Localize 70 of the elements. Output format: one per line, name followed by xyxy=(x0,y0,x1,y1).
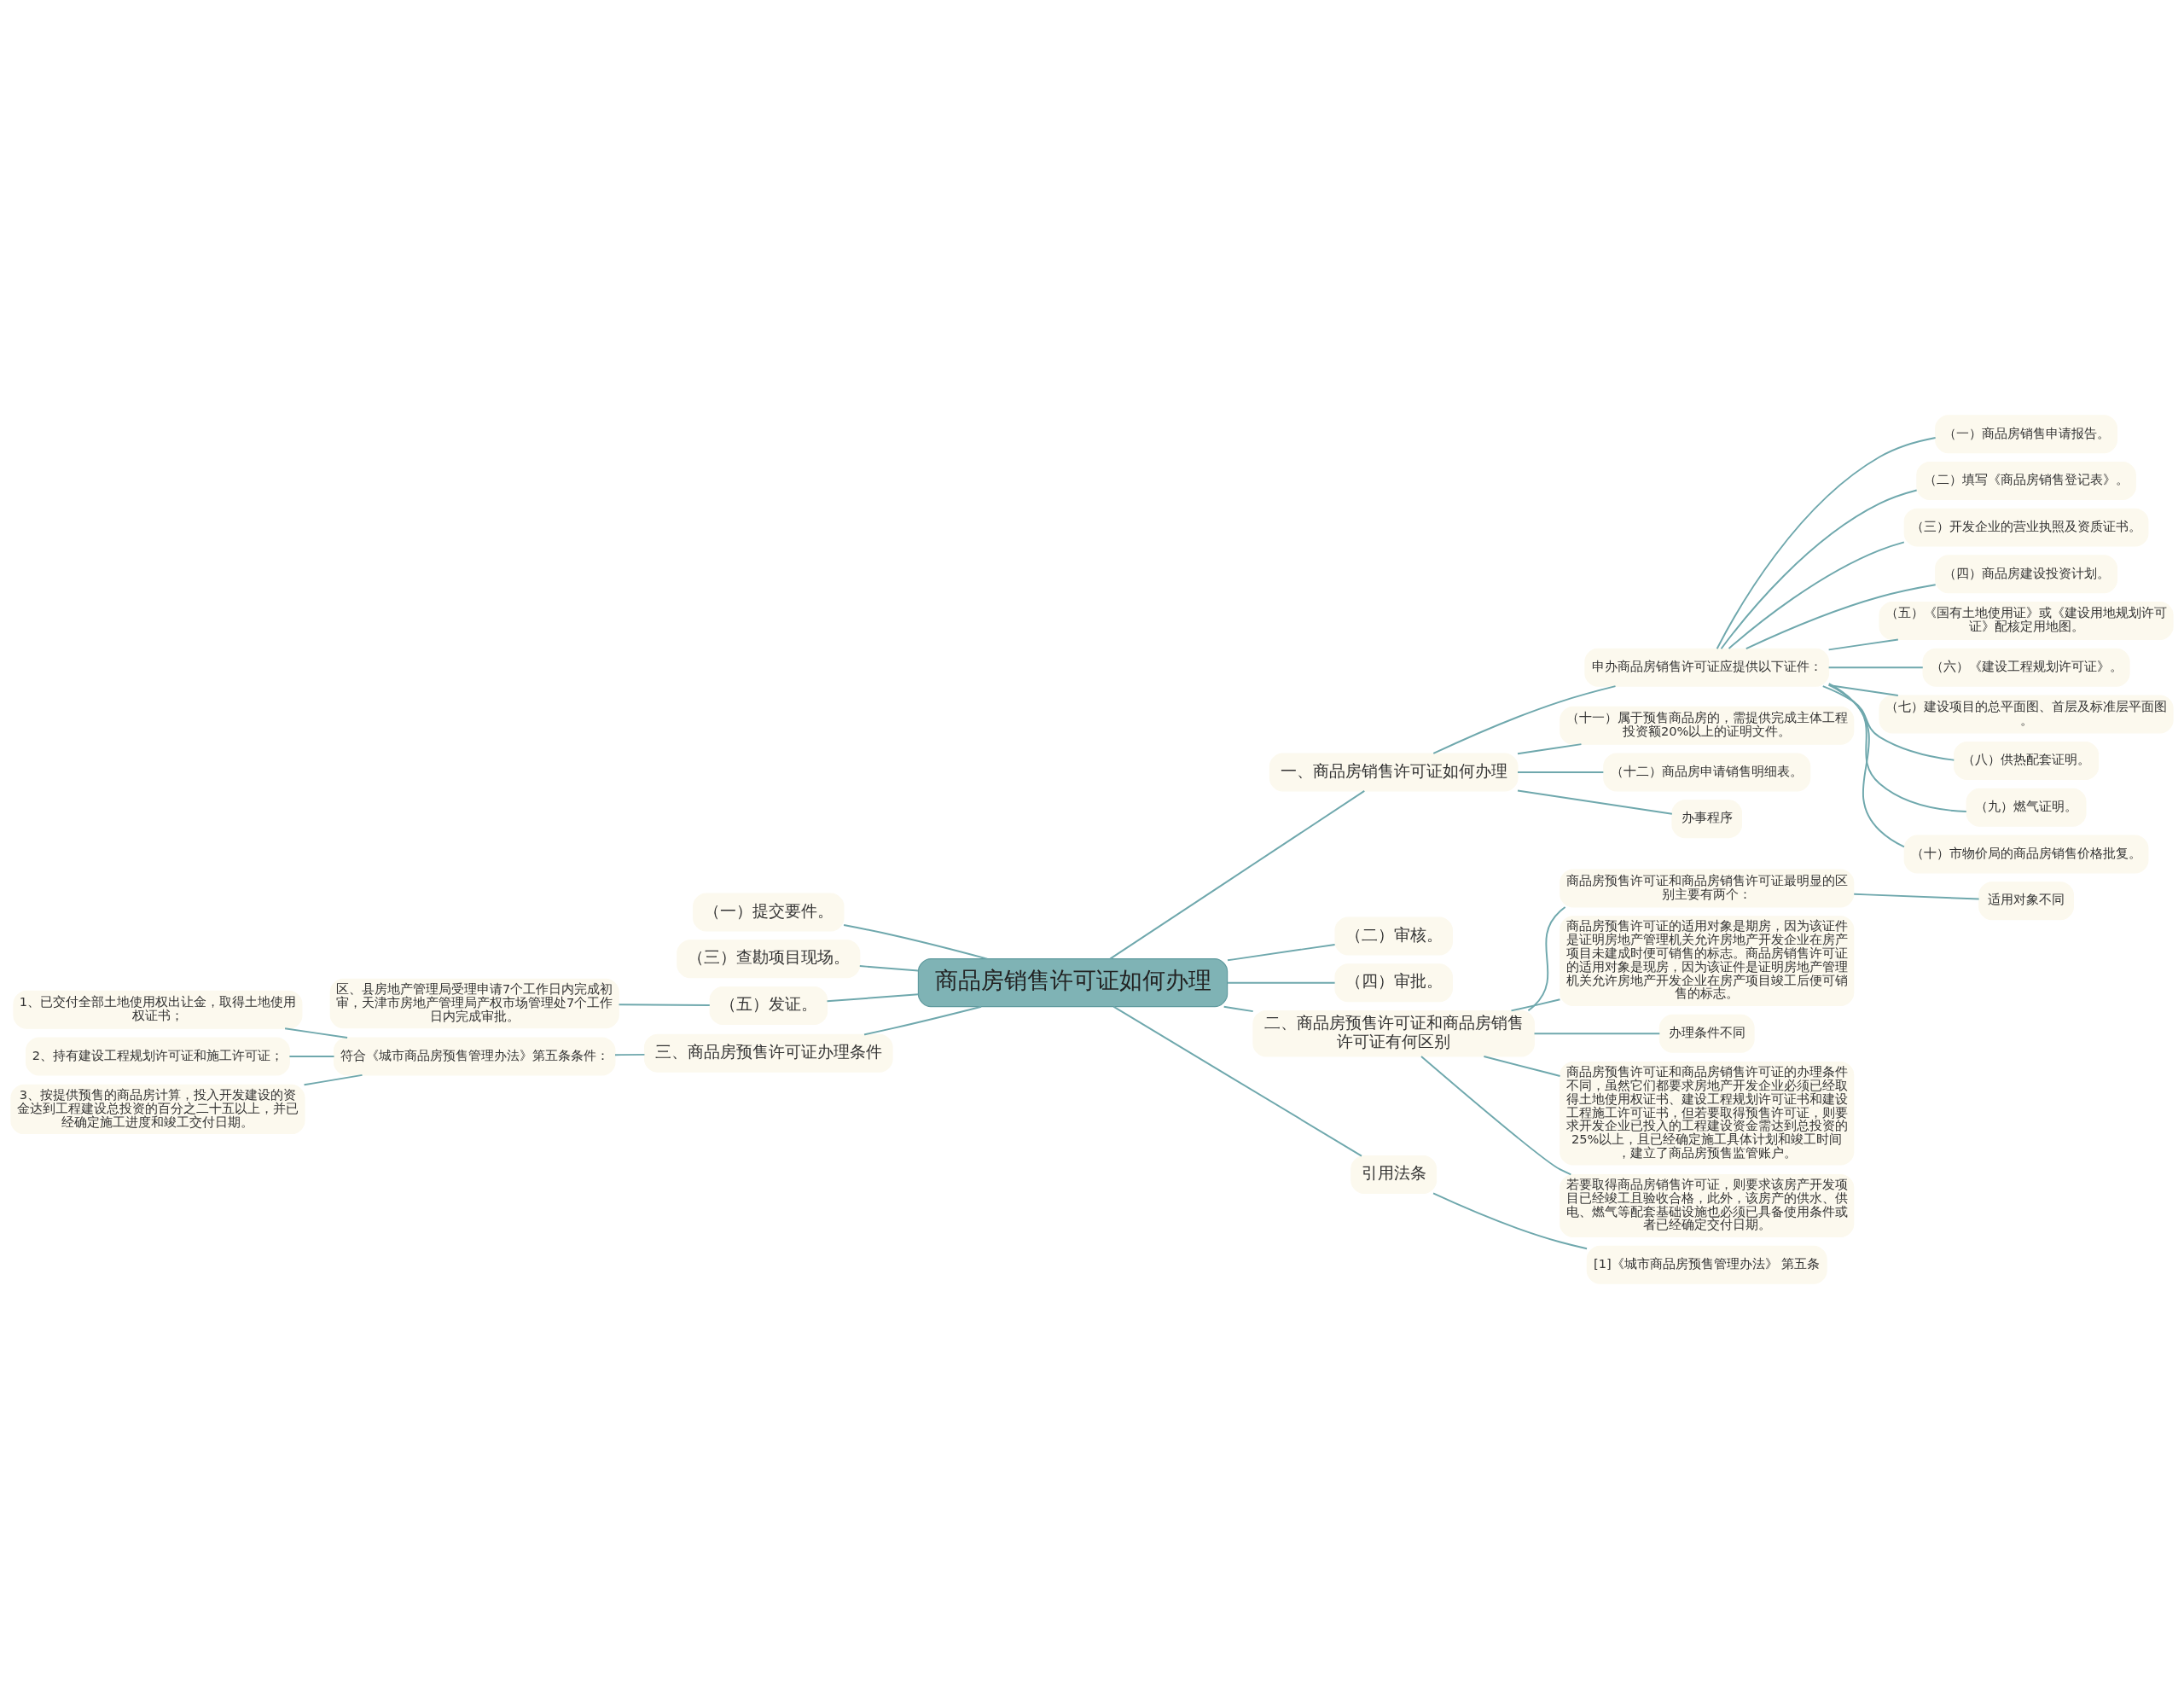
connector xyxy=(1483,1056,1561,1077)
connector xyxy=(1517,789,1673,815)
connector xyxy=(858,965,920,972)
node-box: 一、商品房销售许可证如何办理 xyxy=(1269,753,1519,792)
node-box: （三）查勘项目现场。 xyxy=(677,940,861,979)
node-box: （六）《建设工程规划许可证》。 xyxy=(1922,648,2130,687)
connector xyxy=(1821,685,1955,761)
node-box: （三）开发企业的营业执照及资质证书。 xyxy=(1903,508,2149,547)
node-box: 若要取得商品房销售许可证，则要求该房产开发项目已经竣工且验收合格，此外，该房产的供水、供电、燃气等配套基础设施也必须已具备使用条件或者已经确定交付日期。 xyxy=(1560,1173,1855,1238)
connector xyxy=(614,1053,646,1056)
connector xyxy=(1827,638,1899,651)
node-box: 2、持有建设工程规划许可证和施工许可证； xyxy=(25,1037,290,1076)
connector xyxy=(1109,789,1366,960)
node-box: （四）商品房建设投资计划。 xyxy=(1935,555,2117,594)
node-box: 1、已交付全部土地使用权出让金，取得土地使用权证书； xyxy=(13,990,303,1029)
node-box: 二、商品房预售许可证和商品房销售许可证有何区别 xyxy=(1252,1010,1535,1057)
connector xyxy=(1745,584,1937,650)
connector xyxy=(1728,541,1905,649)
connector xyxy=(1432,1192,1589,1250)
node-box: 商品房预售许可证的适用对象是期房，因为该证件是证明房地产管理机关允许房地产开发企业在房产项目未建成时便可销售的标志。商品房销售许可证的适用对象是现房，因为该证件是证明房地产管理机关允许房地产开发企业在房产项目竣工后便可销售的标志。 xyxy=(1560,916,1855,1007)
node-box: （七）建设项目的总平面图、首层及标准层平面图。 xyxy=(1879,695,2174,734)
connector xyxy=(1527,906,1566,1012)
connector xyxy=(843,924,989,960)
connector xyxy=(1720,489,1918,650)
connector xyxy=(1853,893,1980,900)
node-box: （十二）商品房申请销售明细表。 xyxy=(1603,753,1811,792)
connector xyxy=(1827,684,1967,812)
connector xyxy=(826,993,920,1003)
connector xyxy=(1432,685,1617,754)
node-box: （八）供热配套证明。 xyxy=(1954,742,2100,781)
node-box: （二）审核。 xyxy=(1334,916,1453,956)
connector xyxy=(1827,666,1924,669)
connector xyxy=(618,1004,711,1006)
connector xyxy=(1517,771,1605,773)
node-box: 商品房预售许可证和商品房销售许可证的办理条件不同，虽然它们都要求房地产开发企业必须已经取得土地使用权证书、建设工程规划许可证书和建设工程施工许可证书，但若要取得预售许可证，则要求开发企业已投入的工程建设资金需达到总投资的25%以上，且已经确定施工具体计划和竣工时间，建立了商品房预售监管账户。 xyxy=(1560,1062,1855,1166)
node-box: 引用法条 xyxy=(1350,1155,1438,1194)
node-box: （九）燃气证明。 xyxy=(1966,788,2087,827)
connector xyxy=(863,1005,983,1036)
node-box: 商品房预售许可证和商品房销售许可证最明显的区别主要有两个： xyxy=(1560,869,1855,908)
connector xyxy=(1227,943,1336,962)
node-box: （十）市物价局的商品房销售价格批复。 xyxy=(1903,835,2149,874)
connector xyxy=(1112,1005,1362,1157)
connector xyxy=(1510,998,1561,1012)
connector xyxy=(288,1056,335,1057)
node-box: （二）填写《商品房销售登记表》。 xyxy=(1916,461,2136,500)
node-box: 办理条件不同 xyxy=(1658,1014,1755,1053)
node-box: 三、商品房预售许可证办理条件 xyxy=(643,1033,893,1073)
connector xyxy=(1517,743,1583,755)
connector xyxy=(284,1027,349,1039)
node-box: 商品房销售许可证如何办理 xyxy=(917,958,1228,1008)
node-box: 符合《城市商品房预售管理办法》第五条条件： xyxy=(333,1037,616,1076)
connector xyxy=(303,1074,363,1086)
node-box: [1]《城市商品房预售管理办法》 第五条 xyxy=(1586,1245,1827,1284)
node-box: （一）提交要件。 xyxy=(693,893,845,932)
connector xyxy=(1716,437,1937,650)
node-box: （五）发证。 xyxy=(709,986,828,1025)
node-box: 申办商品房销售许可证应提供以下证件： xyxy=(1584,648,1830,687)
node-box: 适用对象不同 xyxy=(1978,882,2074,921)
node-box: （一）商品房销售申请报告。 xyxy=(1935,415,2117,454)
connector xyxy=(1827,683,1905,848)
node-box: 3、按提供预售的商品房计算，投入开发建设的资金达到工程建设总投资的百分之二十五以上，并已经确定施工进度和竣工交付日期。 xyxy=(10,1084,305,1135)
node-box: （十一）属于预售商品房的，需提供完成主体工程投资额20%以上的证明文件。 xyxy=(1560,706,1855,745)
connector xyxy=(1227,981,1336,984)
node-box: 办事程序 xyxy=(1671,800,1743,839)
connector xyxy=(1533,1033,1661,1035)
node-box: （五）《国有土地使用证》或《建设用地规划许可证》配核定用地图。 xyxy=(1879,602,2174,640)
node-box: 区、县房地产管理局受理申请7个工作日内完成初审，天津市房地产管理局产权市场管理处7个工作日内完成审批。 xyxy=(329,978,619,1029)
connector xyxy=(1223,1005,1254,1013)
connector xyxy=(1420,1056,1572,1176)
node-box: （四）审批。 xyxy=(1334,963,1453,1003)
